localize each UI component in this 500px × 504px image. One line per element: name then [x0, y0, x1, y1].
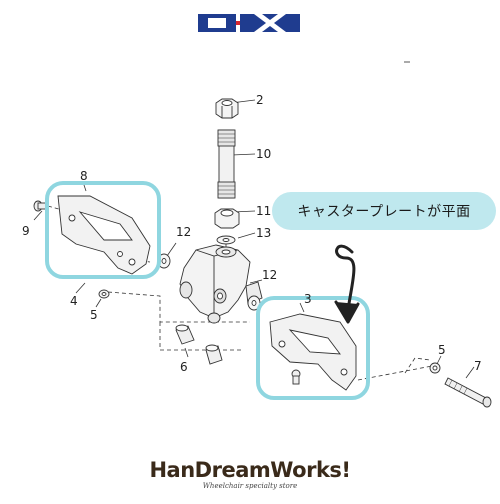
part-labels: 2 10 11 13 8 9 12 12 4 5 6 3 5 7	[22, 93, 482, 374]
bolt-7	[444, 377, 492, 408]
highlight-left-plate	[45, 181, 161, 279]
caster-plate-left	[57, 195, 151, 275]
washer-5-right	[429, 362, 441, 374]
ox-logo: OX	[198, 14, 300, 32]
nut-5-left	[98, 289, 110, 299]
pointer-arrow	[334, 244, 360, 324]
lock-nut	[214, 208, 240, 229]
label-2: 2	[256, 93, 264, 107]
label-5b: 5	[438, 343, 446, 357]
label-13: 13	[256, 226, 271, 240]
label-4: 4	[70, 294, 78, 308]
label-11: 11	[256, 204, 271, 218]
callout-text: キャスタープレートが平面	[297, 204, 471, 220]
bolt-3	[291, 369, 301, 385]
label-5a: 5	[90, 308, 98, 322]
bushing-6a	[175, 324, 195, 345]
caster-housing	[179, 244, 263, 324]
label-7: 7	[474, 359, 482, 373]
footer-brand-name: HanDreamWorks!	[149, 458, 351, 482]
label-12a: 12	[176, 225, 191, 239]
label-3: 3	[304, 292, 312, 306]
stem-bolt	[217, 129, 236, 199]
caster-plate-right	[269, 313, 357, 391]
label-10: 10	[256, 147, 271, 161]
highlight-right-plate	[256, 296, 370, 400]
bolt-9	[33, 200, 47, 212]
top-nut	[215, 98, 239, 119]
label-9: 9	[22, 224, 30, 238]
bushing-6b	[205, 344, 223, 365]
label-6: 6	[180, 360, 188, 374]
label-8: 8	[80, 169, 88, 183]
label-12b: 12	[262, 268, 277, 282]
washer-12b	[247, 295, 261, 311]
washer-13	[216, 235, 236, 245]
callout-bubble: キャスタープレートが平面	[272, 192, 496, 230]
footer-tagline: Wheelchair specialty store	[202, 482, 298, 490]
